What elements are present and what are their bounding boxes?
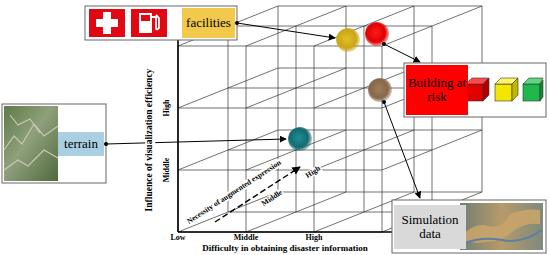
facilities-frame <box>85 6 237 40</box>
simulation-point <box>368 78 392 102</box>
box-text: terrain <box>64 137 98 151</box>
tick-label: High <box>305 234 324 242</box>
x-axis <box>178 231 402 233</box>
simulation-frame <box>392 200 546 253</box>
simulation-image <box>460 203 543 250</box>
axis-title: Influence of visualization efficiency <box>145 68 155 213</box>
tick-label: High <box>303 164 322 180</box>
tick-label: High <box>163 99 171 118</box>
simulation-label-box: Simulation data <box>394 205 466 249</box>
river <box>462 230 542 244</box>
terrain-frame <box>2 104 106 183</box>
fuel-pump-window <box>141 15 150 21</box>
facility-point <box>336 28 360 52</box>
building-frame <box>404 63 546 117</box>
box-text: Simulation data <box>394 213 466 242</box>
risk-cubes <box>466 78 543 101</box>
fuel-pump <box>139 13 152 33</box>
terrain-point <box>288 127 312 151</box>
terrain-image <box>4 106 58 181</box>
tick-label: Low <box>169 234 186 242</box>
box-text: Building at risk <box>406 76 468 105</box>
leader-line <box>106 139 286 144</box>
building-point <box>365 22 389 46</box>
box-text: facilities <box>186 16 231 30</box>
fuel-pump-hose <box>152 15 159 30</box>
leader-line <box>384 102 420 198</box>
leader-line <box>237 23 335 38</box>
tick-label: Middle <box>233 234 259 242</box>
facilities-label-box: facilities <box>182 8 235 38</box>
terrain-ridges <box>4 115 58 170</box>
axis-title: Necessity of augmented expression <box>185 158 283 226</box>
axis-title: Difficulty in obtaining disaster informa… <box>201 244 368 253</box>
terrain-label-box: terrain <box>58 132 104 156</box>
fuel-icon <box>131 9 167 37</box>
hospital-icon <box>89 9 125 37</box>
hospital-cross <box>96 19 118 27</box>
y-axis <box>177 30 179 232</box>
building-label-box: Building at risk <box>406 65 468 115</box>
tick-label: Middle <box>163 157 171 183</box>
leader-line <box>384 44 420 62</box>
